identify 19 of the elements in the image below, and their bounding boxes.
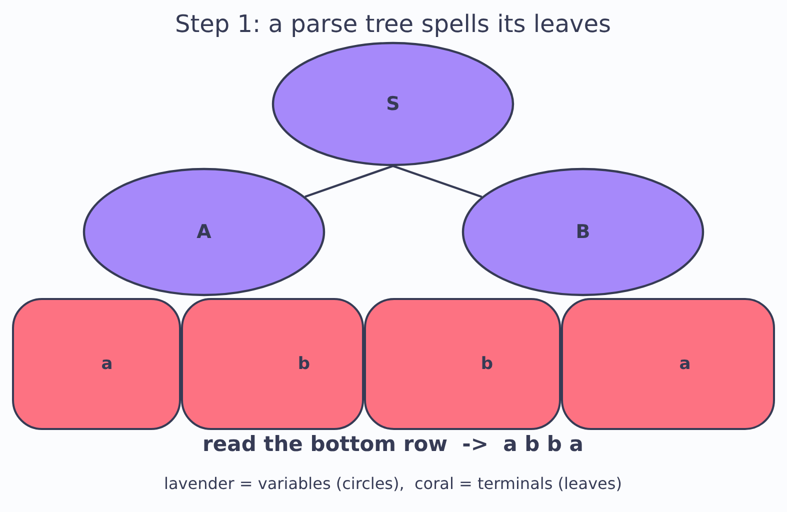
node-label: A (196, 221, 212, 243)
leaf-box (181, 298, 364, 430)
node-label: b (298, 354, 310, 374)
variable-ellipse (462, 168, 704, 296)
variable-ellipse (83, 168, 325, 296)
node-label: a (679, 354, 691, 374)
title: Step 1: a parse tree spells its leaves (175, 10, 611, 38)
node-label: b (480, 354, 494, 374)
tree-edge (304, 164, 394, 198)
leaf-box (12, 298, 181, 430)
leaf-box (364, 298, 561, 430)
variable-ellipse (272, 42, 514, 166)
reading-note: read the bottom row -> a b b a (202, 432, 584, 456)
node-label: a (101, 354, 113, 374)
leaf-box (561, 298, 775, 430)
node-label: B (576, 221, 590, 243)
tree-edge (392, 164, 482, 198)
node-label: S (386, 93, 400, 115)
legend-note: lavender = variables (circles), coral = terminals (leaves) (164, 474, 622, 493)
